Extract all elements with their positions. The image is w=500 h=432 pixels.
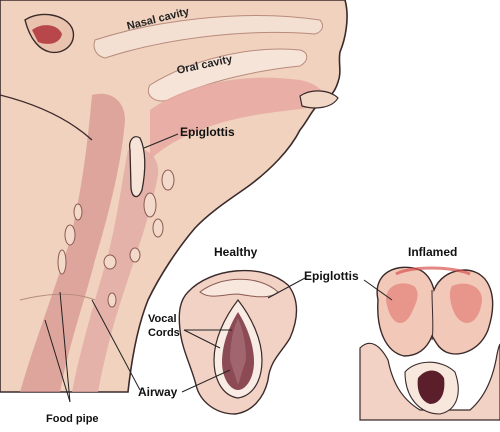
food-pipe-label: Food pipe [46, 414, 99, 425]
vocal-cords-label-line1: Vocal [148, 314, 177, 325]
epiglottis-front-label: Epiglottis [304, 270, 359, 282]
epiglottis-side-shape [130, 137, 145, 197]
lips [300, 91, 338, 108]
epiglottis-side-label: Epiglottis [180, 126, 235, 138]
healthy-label: Healthy [214, 246, 257, 258]
inflamed-larynx [360, 267, 500, 420]
vocal-cords-label-line2: Cords [148, 328, 180, 339]
airway-label: Airway [138, 386, 177, 398]
inflamed-label: Inflamed [408, 246, 457, 258]
